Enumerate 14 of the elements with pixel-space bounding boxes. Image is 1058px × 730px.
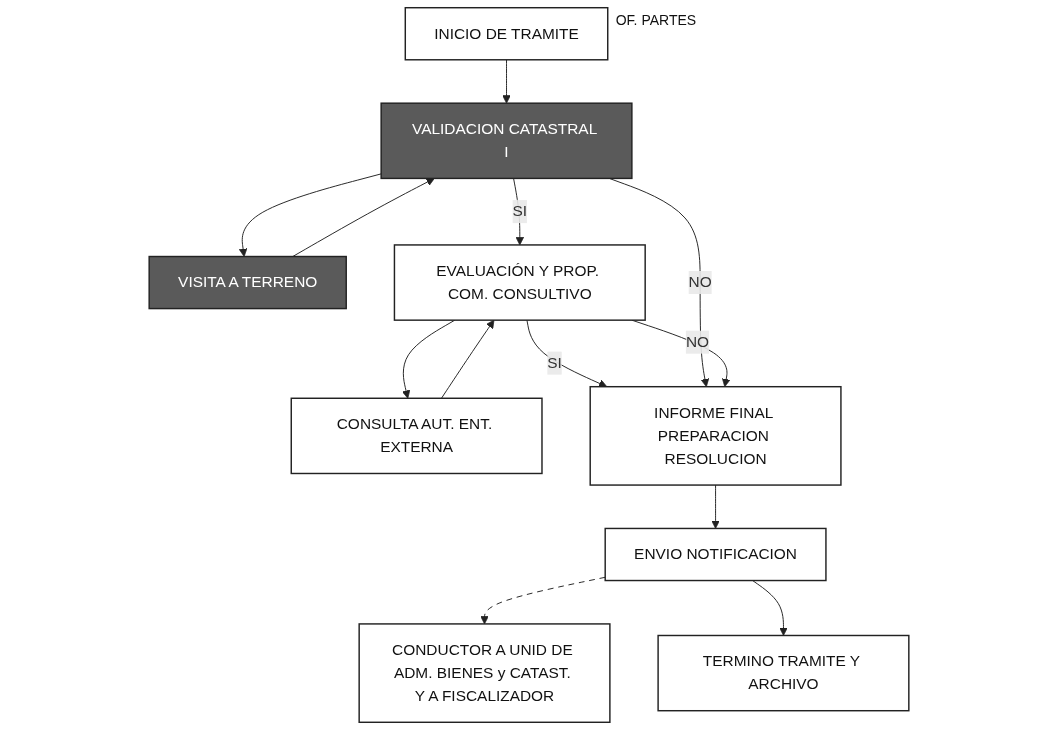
- edge-label: NO: [685, 333, 710, 350]
- edge-label: NO: [688, 273, 712, 291]
- node-box: EVALUACIÓN Y PROP. COM. CONSULTIVO: [393, 244, 646, 321]
- side-note: OF. PARTES: [615, 11, 697, 28]
- node-box: CONSULTA AUT. ENT. EXTERNA: [290, 397, 543, 475]
- edge-label: SI: [512, 202, 528, 220]
- node-box: INICIO DE TRAMITE: [404, 7, 609, 61]
- node-box: VALIDACION CATASTRAL I: [380, 102, 633, 180]
- node-box: INFORME FINAL PREPARACION RESOLUCION: [589, 385, 842, 486]
- node-box: ENVIO NOTIFICACION: [604, 527, 827, 582]
- node-box: CONDUCTOR A UNID DE ADM. BIENES y CATAST. Y A FISCALIZADOR: [358, 623, 611, 723]
- edge-label: SI: [547, 354, 562, 371]
- node-box: VISITA A TERRENO: [148, 255, 347, 310]
- node-box: TERMINO TRAMITE Y ARCHIVO: [657, 634, 910, 712]
